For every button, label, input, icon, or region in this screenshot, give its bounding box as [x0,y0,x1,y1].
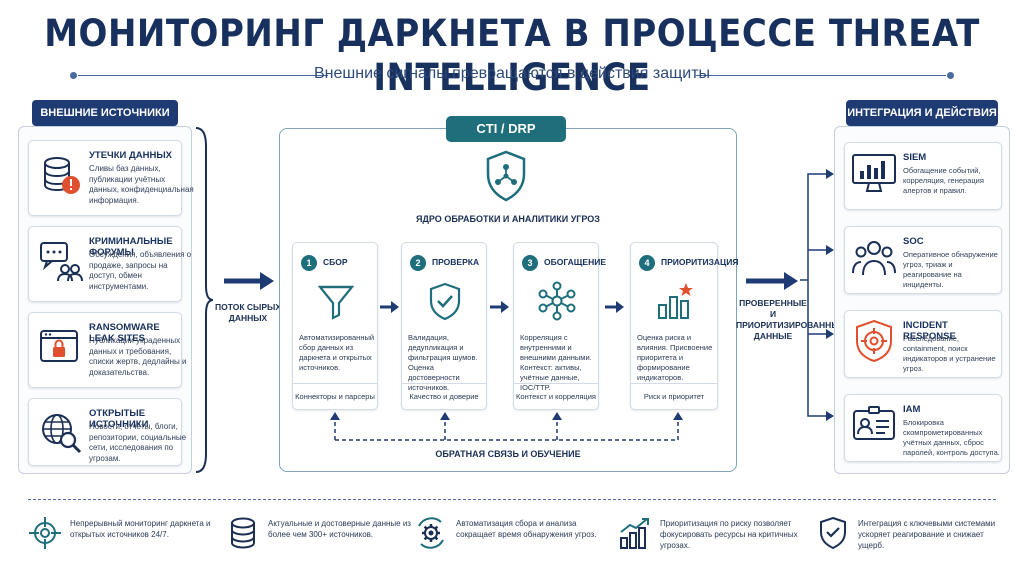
subtitle-row: Внешние сигналы превращаются в действия … [70,64,954,88]
bar-star-icon [658,283,693,319]
step-footer: Коннекторы и парсеры [293,383,377,409]
funnel-icon [317,285,355,320]
step-title: ПРОВЕРКА [432,257,480,267]
source-card-osint: ОТКРЫТЫЕ ИСТОЧНИКИ Новости, отчёты, блог… [28,398,186,466]
distribution-lines [800,169,834,421]
step-number: 3 [522,255,538,271]
source-desc: Новости, отчёты, блоги, репозитории, соц… [89,422,187,463]
source-title: RANSOMWARE LEAK SITES [89,322,160,344]
step-number: 4 [639,255,655,271]
shield-check-icon [429,282,461,321]
subtitle-dot-right [947,72,954,79]
step-desc: Валидация, дедупликация и фильтрация шум… [408,333,478,392]
step-desc: Оценка риска и влияния. Присвоение приор… [637,333,713,382]
actions-heading: ИНТЕГРАЦИЯ И ДЕЙСТВИЯ [846,100,998,126]
source-title: КРИМИНАЛЬНЫЕ ФОРУМЫ [89,236,173,258]
core-shield-icon [486,150,526,202]
subtitle-dot-left [70,72,77,79]
action-title: IAM [903,404,921,415]
action-desc: Блокировка скомпрометированных учётных д… [903,418,1000,457]
benefit-item: Приоритизация по риску позволяет фокусир… [618,514,808,564]
core-tab: CTI / DRP [446,116,566,142]
step-arrow [380,301,399,313]
crosshair-icon [29,517,61,549]
source-card-forums: КРИМИНАЛЬНЫЕ ФОРУМЫ Обсуждения, объявлен… [28,226,191,302]
benefit-text: Непрерывный мониторинг даркнета и открыт… [70,519,211,539]
sources-brace [195,127,214,473]
action-title: SOC [903,236,924,247]
forum-chat-icon [40,242,83,282]
step-desc: Корреляция с внутренними и внешними данн… [520,333,592,392]
step-collect: 1 СБОР Автоматизированный сбор данных из… [292,242,378,410]
step-verify: 2 ПРОВЕРКА Валидация, дедупликация и фил… [401,242,487,410]
page-title: МОНИТОРИНГ ДАРКНЕТА В ПРОЦЕССЕ THREAT IN… [44,12,980,100]
action-desc: Обогащение событий, корреляция, генераци… [903,166,984,195]
source-card-leaks: УТЕЧКИ ДАННЫХ Сливы баз данных, публикац… [28,140,194,216]
step-title: СБОР [323,257,348,267]
step-title: ОБОГАЩЕНИЕ [544,257,607,267]
source-desc: Обсуждения, объявления о продаже, запрос… [89,250,192,291]
team-icon [852,241,896,276]
benefit-text: Интеграция с ключевыми системами ускоряе… [858,519,996,550]
action-title: INCIDENT RESPONSE [903,320,956,342]
page-subtitle: Внешние сигналы превращаются в действия … [313,65,711,82]
feedback-label: ОБРАТНАЯ СВЯЗЬ И ОБУЧЕНИЕ [435,449,581,459]
benefit-text: Актуальные и достоверные данные из более… [268,519,411,539]
step-footer: Контекст и корреляция [514,383,598,409]
sources-heading: ВНЕШНИЕ ИСТОЧНИКИ [32,100,178,126]
gear-cycle-icon [418,517,444,549]
benefit-text: Автоматизация сбора и анализа сокращает … [456,519,597,539]
step-number: 2 [410,255,426,271]
id-card-icon [853,406,895,440]
raw-flow-label: ПОТОК СЫРЫХ ДАННЫХ [215,302,281,323]
step-desc: Автоматизированный сбор данных из даркне… [299,333,375,372]
locked-browser-icon [40,330,78,362]
benefit-item: Автоматизация сбора и анализа сокращает … [414,514,604,564]
source-title: УТЕЧКИ ДАННЫХ [89,150,172,161]
step-arrow [490,301,509,313]
step-footer: Качество и доверие [402,383,486,409]
shield-check-icon [820,516,846,550]
growth-chart-icon [620,518,649,549]
bottom-divider [28,499,996,500]
feedback-loop [330,412,683,441]
action-card-iam: IAM Блокировка скомпрометированных учётн… [844,394,1002,462]
database-icon [231,517,255,549]
step-arrow [605,301,624,313]
action-card-siem: SIEM Обогащение событий, корреляция, ген… [844,142,1002,210]
action-card-soc: SOC Оперативное обнаружение угроз, триаж… [844,226,1002,294]
benefit-item: Непрерывный мониторинг даркнета и открыт… [28,514,210,564]
source-card-ransomware: RANSOMWARE LEAK SITES Публикации украден… [28,312,186,388]
action-title: SIEM [903,152,927,163]
output-flow-label: ПРОВЕРЕННЫЕ И ПРИОРИТИЗИРОВАННЫЕ ДАННЫЕ [736,298,846,341]
benefit-item: Актуальные и достоверные данные из более… [226,514,411,564]
action-desc: Оперативное обнаружение угроз, триаж и р… [903,250,998,289]
step-prioritize: 4 ПРИОРИТИЗАЦИЯ Оценка риска и влияния. … [630,242,738,410]
benefit-text: Приоритизация по риску позволяет фокусир… [660,519,798,550]
target-icon [856,319,892,363]
raw-flow-arrow [224,272,274,290]
subtitle-line-left [78,75,328,76]
action-card-ir: INCIDENT RESPONSE Расследование, contain… [844,310,1002,378]
step-footer: Риск и приоритет [631,383,717,409]
step-enrich: 3 ОБОГАЩЕНИЕ Корреляция с внутренними и … [513,242,606,410]
subtitle-line-right [696,75,946,76]
step-title: ПРИОРИТИЗАЦИЯ [661,257,739,267]
source-desc: Сливы баз данных, публикации учётных дан… [89,164,194,205]
monitor-chart-icon [852,154,896,192]
source-desc: Публикации украденных данных и требовани… [89,336,187,377]
globe-search-icon [42,414,82,454]
core-title: ЯДРО ОБРАБОТКИ И АНАЛИТИКИ УГРОЗ [416,214,600,224]
benefit-item: Интеграция с ключевыми системами ускоряе… [816,514,1006,564]
database-alert-icon [44,157,80,194]
step-number: 1 [301,255,317,271]
network-nodes-icon [538,281,576,321]
action-desc: Расследование, containment, поиск индика… [903,334,996,373]
output-flow-arrow [746,272,798,290]
source-title: ОТКРЫТЫЕ ИСТОЧНИКИ [89,408,149,430]
